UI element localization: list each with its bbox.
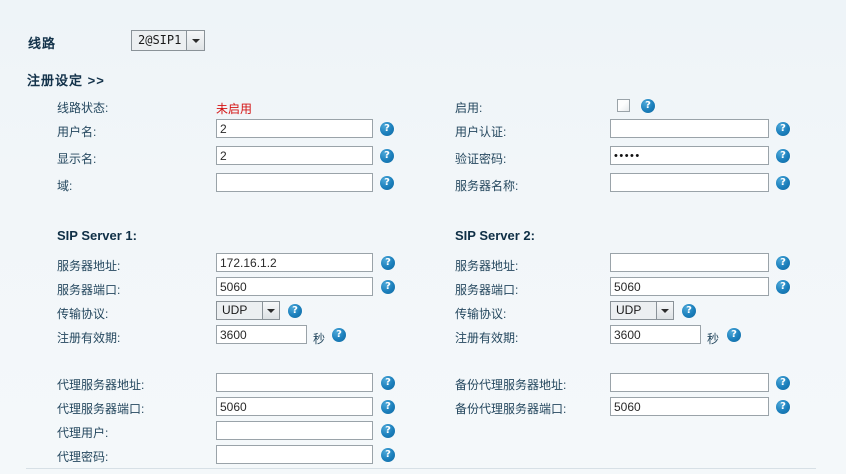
chevron-down-icon[interactable] (656, 302, 673, 319)
sip2-register-expiry-label: 注册有效期: (455, 331, 519, 345)
sip1-server-port-input[interactable] (216, 277, 373, 296)
proxy-server-port-input[interactable] (216, 397, 373, 416)
proxy-server-port-label: 代理服务器端口: (57, 402, 145, 416)
display-name-input[interactable] (216, 146, 373, 165)
display-name-label: 显示名: (57, 152, 97, 166)
sip1-server-port-label: 服务器端口: (57, 283, 121, 297)
backup-proxy-server-address-input[interactable] (610, 373, 769, 392)
help-question-icon[interactable]: ? (776, 176, 790, 190)
line-status-value: 未启用 (216, 102, 253, 116)
sip1-register-expiry-label: 注册有效期: (57, 331, 121, 345)
help-question-icon[interactable]: ? (381, 376, 395, 390)
auth-password-input[interactable]: ••••• (610, 146, 769, 165)
line-label: 线路 (28, 36, 57, 51)
sip1-server-address-input[interactable] (216, 253, 373, 272)
sip2-register-expiry-input[interactable] (610, 325, 701, 344)
sip2-server-address-input[interactable] (610, 253, 769, 272)
sip1-server-address-label: 服务器地址: (57, 259, 121, 273)
proxy-server-address-label: 代理服务器地址: (57, 378, 145, 392)
chevron-down-icon[interactable] (186, 31, 205, 50)
server-name-label: 服务器名称: (455, 179, 519, 193)
sip1-transport-protocol-select[interactable]: UDP (216, 301, 280, 320)
help-question-icon[interactable]: ? (727, 328, 741, 342)
username-label: 用户名: (57, 125, 97, 139)
help-question-icon[interactable]: ? (641, 99, 655, 113)
help-question-icon[interactable]: ? (380, 176, 394, 190)
line-status-label: 线路状态: (57, 101, 109, 115)
server-name-input[interactable] (610, 173, 769, 192)
registration-section-title: 注册设定 >> (27, 73, 105, 88)
auth-password-label: 验证密码: (455, 152, 507, 166)
help-question-icon[interactable]: ? (682, 304, 696, 318)
line-selector-dropdown[interactable]: 2@SIP1 (131, 30, 206, 51)
sip2-server-address-label: 服务器地址: (455, 259, 519, 273)
proxy-user-input[interactable] (216, 421, 373, 440)
auth-password-value: ••••• (614, 150, 641, 162)
help-question-icon[interactable]: ? (288, 304, 302, 318)
sip1-transport-protocol-label: 传输协议: (57, 307, 109, 321)
help-question-icon[interactable]: ? (381, 280, 395, 294)
sip1-register-expiry-unit: 秒 (313, 332, 326, 346)
help-question-icon[interactable]: ? (381, 400, 395, 414)
sip1-register-expiry-input[interactable] (216, 325, 307, 344)
sip2-transport-protocol-select[interactable]: UDP (610, 301, 674, 320)
help-question-icon[interactable]: ? (380, 149, 394, 163)
username-input[interactable] (216, 119, 373, 138)
sip-server-1-title: SIP Server 1: (57, 228, 137, 243)
sip-server-2-title: SIP Server 2: (455, 228, 535, 243)
sip2-server-port-label: 服务器端口: (455, 283, 519, 297)
sip2-transport-protocol-label: 传输协议: (455, 307, 507, 321)
footer-divider (26, 468, 816, 469)
help-question-icon[interactable]: ? (381, 448, 395, 462)
help-question-icon[interactable]: ? (776, 400, 790, 414)
sip2-transport-protocol-value: UDP (611, 302, 656, 319)
help-question-icon[interactable]: ? (776, 122, 790, 136)
user-auth-input[interactable] (610, 119, 769, 138)
help-question-icon[interactable]: ? (381, 256, 395, 270)
help-question-icon[interactable]: ? (381, 424, 395, 438)
proxy-password-input[interactable] (216, 445, 373, 464)
proxy-server-address-input[interactable] (216, 373, 373, 392)
domain-input[interactable] (216, 173, 373, 192)
backup-proxy-server-port-input[interactable] (610, 397, 769, 416)
help-question-icon[interactable]: ? (776, 280, 790, 294)
user-auth-label: 用户认证: (455, 125, 507, 139)
sip2-register-expiry-unit: 秒 (707, 332, 720, 346)
help-question-icon[interactable]: ? (776, 376, 790, 390)
help-question-icon[interactable]: ? (776, 149, 790, 163)
backup-proxy-server-port-label: 备份代理服务器端口: (455, 402, 567, 416)
backup-proxy-server-address-label: 备份代理服务器地址: (455, 378, 567, 392)
help-question-icon[interactable]: ? (380, 122, 394, 136)
help-question-icon[interactable]: ? (776, 256, 790, 270)
sip1-transport-protocol-value: UDP (217, 302, 262, 319)
line-selector-value: 2@SIP1 (132, 31, 187, 50)
sip2-server-port-input[interactable] (610, 277, 769, 296)
proxy-password-label: 代理密码: (57, 450, 109, 464)
enable-label: 启用: (455, 101, 483, 115)
proxy-user-label: 代理用户: (57, 426, 109, 440)
enable-checkbox[interactable] (617, 99, 630, 112)
domain-label: 域: (57, 179, 73, 193)
chevron-down-icon[interactable] (262, 302, 279, 319)
help-question-icon[interactable]: ? (332, 328, 346, 342)
